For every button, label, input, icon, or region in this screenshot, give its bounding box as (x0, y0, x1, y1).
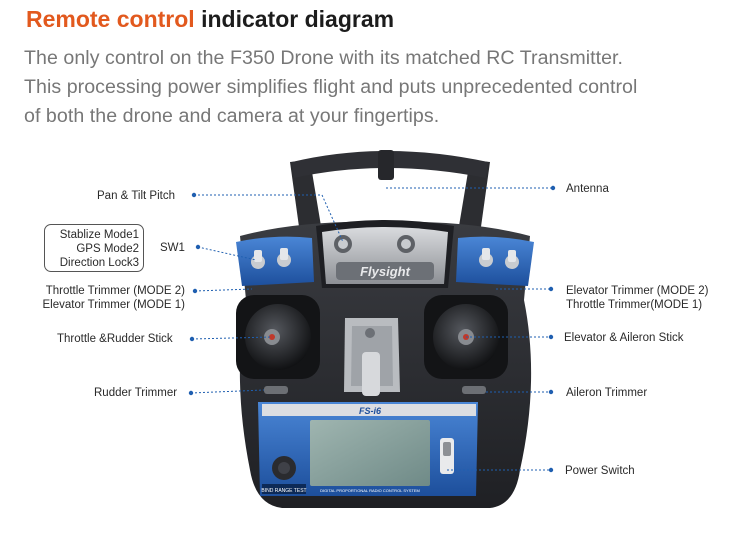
label-line: Elevator Trimmer (MODE 1) (42, 299, 186, 311)
page-title: Remote control indicator diagram (26, 6, 394, 33)
label-rudder-trimmer: Rudder Trimmer (94, 387, 178, 399)
carry-handle (290, 150, 490, 234)
lcd-panel: FS-i6 BIND RANGE TEST DIGITAL PROPORTION… (258, 402, 478, 496)
antenna-stub (378, 150, 394, 180)
mode-line: Stablize Mode1 (59, 229, 139, 241)
left-gimbal (236, 295, 320, 379)
description-line: The only control on the F350 Drone with … (24, 47, 624, 69)
label-elevator-trimmer: Elevator Trimmer (MODE 2) Throttle Trimm… (566, 284, 709, 312)
right-switch-bay (456, 236, 534, 286)
rudder-trim-button (264, 386, 288, 394)
aileron-trim-button (462, 386, 486, 394)
label-line: Elevator Trimmer (MODE 2) (566, 285, 709, 297)
lcd-screen (310, 420, 430, 486)
system-text: DIGITAL PROPORTIONAL RADIO CONTROL SYSTE… (320, 488, 420, 493)
label-pan-tilt-pitch: Pan & Tilt Pitch (97, 190, 175, 202)
label-throttle-trimmer: Throttle Trimmer (MODE 2) Elevator Trimm… (10, 284, 186, 312)
description-line: of both the drone and camera at your fin… (24, 105, 440, 127)
flight-mode-box: Stablize Mode1 GPS Mode2 Direction Lock3 (44, 224, 144, 272)
mode-line: GPS Mode2 (76, 243, 139, 255)
model-label: FS-i6 (359, 406, 382, 416)
bind-range-text: BIND RANGE TEST (261, 488, 306, 494)
label-antenna: Antenna (566, 183, 609, 195)
label-line: Throttle Trimmer (MODE 2) (45, 285, 185, 297)
brand-plate: Flysight (316, 220, 454, 288)
label-throttle-rudder-stick: Throttle &Rudder Stick (57, 333, 173, 345)
title-rest: indicator diagram (201, 6, 395, 32)
title-accent: Remote control (26, 6, 195, 32)
left-switch-bay (236, 236, 314, 286)
leader-dots (188, 185, 556, 473)
label-sw1: SW1 (160, 242, 185, 254)
description: The only control on the F350 Drone with … (24, 44, 736, 131)
description-line: This processing power simplifies flight … (24, 76, 638, 98)
label-elevator-aileron-stick: Elevator & Aileron Stick (564, 332, 684, 344)
brand-plate-text: Flysight (360, 264, 411, 279)
label-aileron-trimmer: Aileron Trimmer (566, 387, 648, 399)
mode-line: Direction Lock3 (59, 257, 139, 269)
center-bracket (344, 318, 400, 396)
leader-lines (190, 187, 553, 471)
label-power-switch: Power Switch (565, 465, 635, 477)
label-line: Throttle Trimmer(MODE 1) (566, 299, 703, 311)
